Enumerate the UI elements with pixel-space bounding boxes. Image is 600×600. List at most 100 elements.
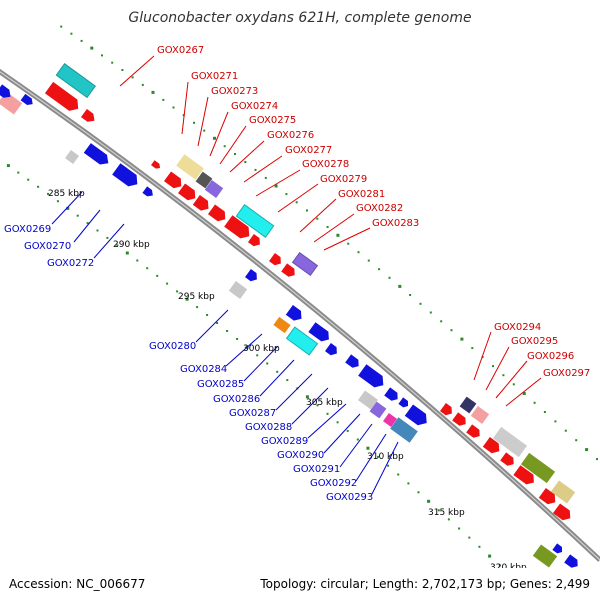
gene-red-a[interactable] (164, 171, 185, 191)
gene-red-r1[interactable] (440, 403, 455, 418)
guide-dot (447, 518, 450, 521)
guide-dot (216, 322, 219, 324)
gene-label[interactable]: GOX0291 (293, 464, 340, 475)
gene-label[interactable]: GOX0267 (157, 45, 204, 56)
guide-dot (60, 25, 63, 28)
gene-red-upper-a[interactable] (44, 81, 82, 114)
gene-label[interactable]: GOX0280 (149, 341, 196, 352)
guide-dot (266, 362, 269, 365)
gene-green-lr[interactable] (532, 544, 558, 568)
gene-label[interactable]: GOX0270 (24, 241, 71, 252)
guide-dot (397, 473, 400, 476)
gene-blue-b8[interactable] (404, 404, 431, 428)
guide-dot (427, 499, 431, 503)
gene-blue-b3[interactable] (325, 343, 340, 358)
gene-label[interactable]: GOX0272 (47, 258, 94, 269)
gene-label[interactable]: GOX0282 (356, 203, 403, 214)
gene-blue-b4[interactable] (345, 354, 361, 370)
gene-gox0280-blue[interactable] (245, 269, 260, 284)
gene-red-f[interactable] (248, 234, 263, 249)
gene-gox0274[interactable] (204, 180, 224, 198)
gene-label[interactable]: GOX0278 (302, 159, 349, 170)
gene-blue-left-b[interactable] (20, 93, 35, 108)
gene-label[interactable]: GOX0285 (197, 379, 244, 390)
gene-gox0292[interactable] (390, 417, 418, 443)
gene-label[interactable]: GOX0293 (326, 492, 373, 503)
gene-blue-left-a[interactable] (0, 84, 13, 100)
gene-red-r2[interactable] (452, 412, 468, 428)
gene-label[interactable]: GOX0295 (511, 336, 558, 347)
gene-red-r8[interactable] (553, 503, 574, 523)
gene-red-upper-b[interactable] (81, 109, 97, 125)
gene-label[interactable]: GOX0297 (543, 368, 590, 379)
gene-gox0289[interactable] (358, 390, 378, 410)
gene-red-r6[interactable] (513, 465, 537, 487)
gene-gox0294[interactable] (459, 396, 477, 414)
guide-dot (356, 438, 359, 441)
gene-gox0283[interactable] (291, 251, 319, 277)
gene-blue-b7[interactable] (398, 397, 410, 409)
gene-gox0267[interactable] (55, 63, 96, 99)
gene-label[interactable]: GOX0273 (211, 86, 258, 97)
gene-blue-b6[interactable] (384, 387, 400, 403)
guide-dot (366, 446, 370, 450)
gene-red-h[interactable] (281, 263, 297, 279)
gene-red-d[interactable] (208, 204, 229, 224)
gene-gox0272[interactable] (142, 186, 155, 198)
gene-blue-b5[interactable] (358, 364, 387, 391)
genome-backbone (0, 68, 600, 562)
gene-gox0291[interactable] (383, 413, 397, 427)
gene-label[interactable]: GOX0275 (249, 115, 296, 126)
gene-label[interactable]: GOX0276 (267, 130, 314, 141)
gene-gox0285[interactable] (285, 326, 319, 356)
gene-gox0280[interactable] (228, 281, 248, 299)
gene-label[interactable]: GOX0279 (320, 174, 367, 185)
gene-label[interactable]: GOX0290 (277, 450, 324, 461)
gene-label[interactable]: GOX0287 (229, 408, 276, 419)
gene-red-g[interactable] (269, 253, 284, 268)
gene-red-c[interactable] (192, 195, 212, 214)
gene-red-r4[interactable] (482, 437, 503, 456)
gene-gox0279[interactable] (235, 204, 275, 238)
gene-blue-b1[interactable] (285, 305, 305, 324)
gene-label[interactable]: GOX0294 (494, 322, 541, 333)
map-title: Gluconobacter oxydans 621H, complete gen… (128, 10, 471, 26)
gene-label[interactable]: GOX0288 (245, 422, 292, 433)
gene-label[interactable]: GOX0292 (310, 478, 357, 489)
guide-dot (478, 545, 481, 548)
gene-gox0290[interactable] (369, 401, 387, 419)
gene-tan-r[interactable] (550, 480, 576, 504)
bottom-leaders (51, 191, 399, 495)
gene-label[interactable]: GOX0283 (372, 218, 419, 229)
gene-label[interactable]: GOX0286 (213, 394, 260, 405)
gene-grey-small[interactable] (65, 150, 79, 164)
gene-red-r7[interactable] (538, 488, 559, 507)
gene-gox0284[interactable] (273, 316, 291, 334)
gene-red-b[interactable] (178, 183, 199, 203)
gene-label[interactable]: GOX0284 (180, 364, 227, 375)
gene-label[interactable]: GOX0274 (231, 101, 278, 112)
gene-gox0296[interactable] (492, 426, 528, 458)
gene-gox0295[interactable] (470, 406, 490, 424)
gene-blue-lr1[interactable] (552, 543, 564, 555)
gene-red-r5[interactable] (500, 452, 516, 468)
gene-blue-b2[interactable] (308, 322, 332, 344)
gene-label[interactable]: GOX0289 (261, 436, 308, 447)
gene-red-e[interactable] (224, 215, 253, 242)
gene-gox0297[interactable] (520, 452, 556, 484)
gene-label[interactable]: GOX0269 (4, 224, 51, 235)
gene-label[interactable]: GOX0296 (527, 351, 574, 362)
guide-dot (196, 306, 199, 309)
gene-label[interactable]: GOX0277 (285, 145, 332, 156)
genome-summary-text: Topology: circular; Length: 2,702,173 bp… (259, 577, 590, 591)
guide-dot (86, 222, 89, 225)
gene-blue-lr2[interactable] (564, 554, 580, 570)
gene-gox0273[interactable] (195, 171, 213, 189)
gene-label[interactable]: GOX0281 (338, 189, 385, 200)
gene-label[interactable]: GOX0271 (191, 71, 238, 82)
gene-red-r3[interactable] (466, 424, 482, 440)
gene-red-tiny[interactable] (151, 160, 162, 170)
gene-gox0269[interactable] (83, 143, 112, 168)
gene-gox0271[interactable] (176, 154, 204, 180)
gene-gox0270[interactable] (112, 163, 141, 190)
